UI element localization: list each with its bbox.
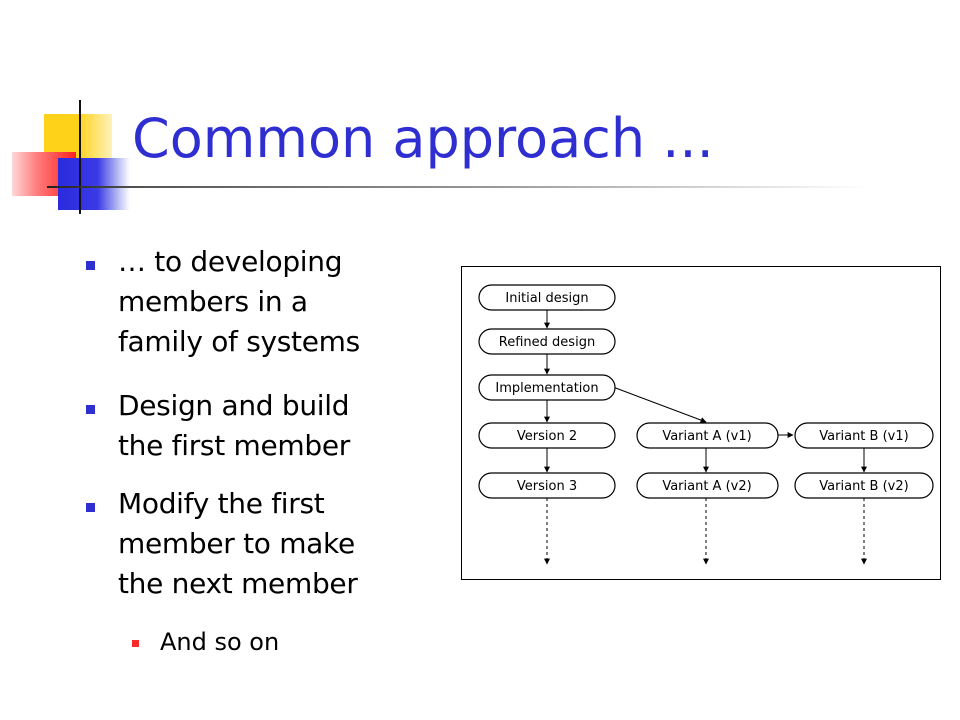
bullet-line: Modify the first	[118, 487, 325, 520]
node-initial-design	[478, 284, 616, 311]
bullet-marker-icon	[86, 503, 95, 512]
arrow-implementation-to-variant-a	[612, 386, 707, 423]
node-variant-b-v2	[794, 472, 934, 499]
node-version-3	[478, 472, 616, 499]
node-label-refined-design: Refined design	[499, 335, 595, 350]
blue-bar-decoration	[58, 158, 130, 210]
bullet-marker-icon	[86, 261, 95, 270]
node-implementation	[478, 374, 616, 401]
diagram-labels: Initial design Refined design Implementa…	[495, 291, 908, 494]
bullet-line: family of systems	[118, 325, 360, 358]
bullet-line: the first member	[118, 429, 350, 462]
bullet-marker-icon	[86, 405, 95, 414]
bullet-text: Modify the first member to make the next…	[118, 484, 428, 604]
node-label-variant-a-v2: Variant A (v2)	[662, 479, 751, 494]
title-underline-rule	[47, 186, 867, 188]
node-variant-a-v1	[636, 422, 779, 449]
vertical-rule-decoration	[79, 100, 81, 214]
diagram-connectors	[544, 310, 867, 565]
node-version-2	[478, 422, 616, 449]
bullet-line: member to make	[118, 527, 355, 560]
node-label-initial-design: Initial design	[505, 291, 588, 306]
node-label-variant-b-v1: Variant B (v1)	[819, 429, 908, 444]
bullet-line: Design and build	[118, 389, 350, 422]
evolution-diagram: Initial design Refined design Implementa…	[461, 266, 941, 580]
bullet-text: Design and build the first member	[118, 386, 428, 466]
bullet-line: members in a	[118, 285, 308, 318]
sub-bullet-text: And so on	[160, 628, 280, 656]
sub-bullet-marker-icon	[132, 640, 139, 647]
diagram-nodes	[478, 284, 934, 499]
node-variant-b-v1	[794, 422, 934, 449]
node-label-version-2: Version 2	[517, 429, 577, 444]
node-label-variant-a-v1: Variant A (v1)	[662, 429, 751, 444]
bullet-line: … to developing	[118, 245, 343, 278]
bullet-line: the next member	[118, 567, 358, 600]
node-refined-design	[478, 328, 616, 355]
bullet-text: … to developing members in a family of s…	[118, 242, 428, 362]
node-label-variant-b-v2: Variant B (v2)	[819, 479, 908, 494]
diagram-canvas: Initial design Refined design Implementa…	[478, 284, 934, 565]
node-label-version-3: Version 3	[517, 479, 577, 494]
node-variant-a-v2	[636, 472, 779, 499]
node-label-implementation: Implementation	[495, 381, 598, 396]
slide-title: Common approach ...	[132, 107, 714, 170]
